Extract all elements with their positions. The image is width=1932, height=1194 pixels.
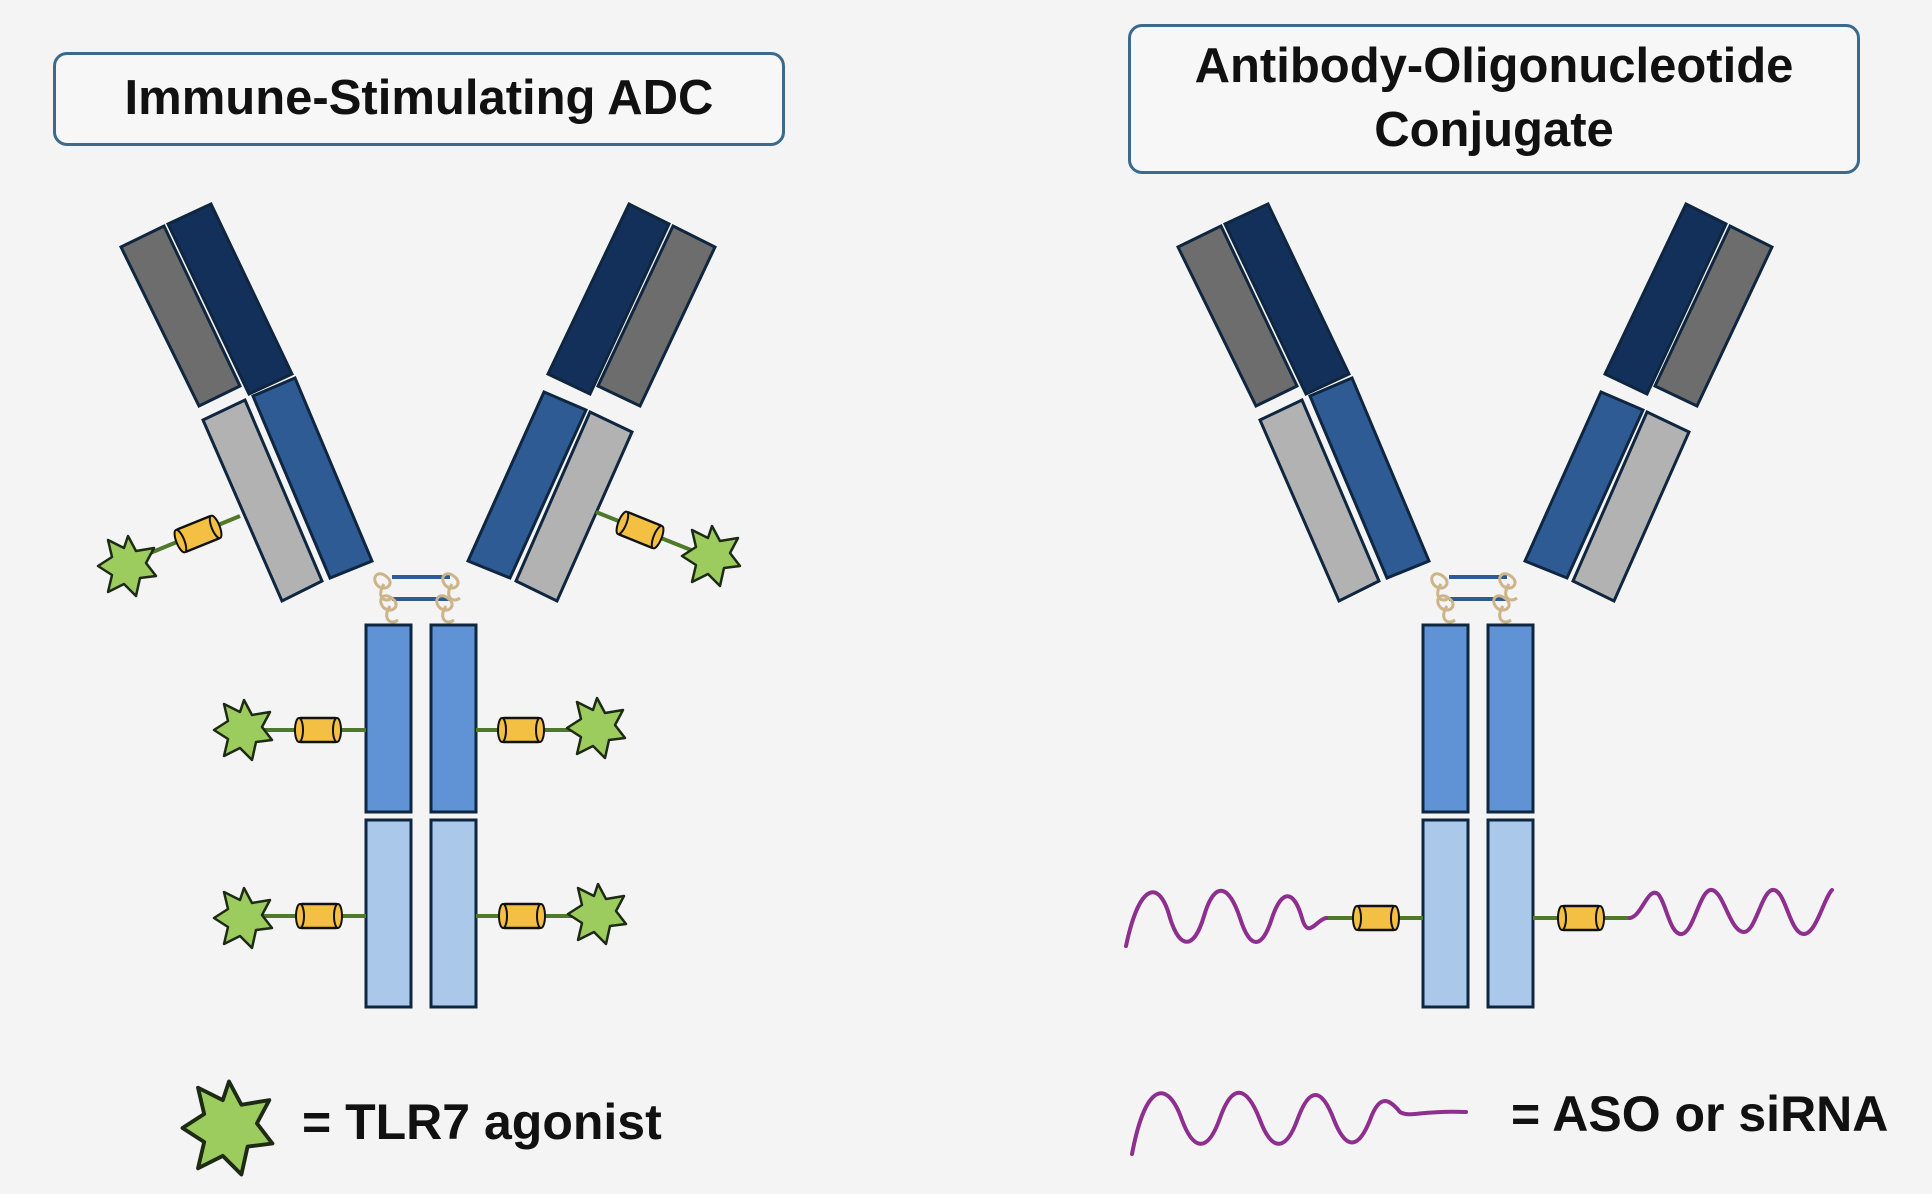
payload-arm-left [98,514,240,596]
ch3-right [1488,820,1533,1007]
fc-region [366,625,476,1007]
ch2-left [366,625,411,812]
left-antibody [98,204,740,1007]
payload-fc-upper-left [214,700,366,760]
right-antibody [1126,204,1832,1007]
green-star-icon [214,888,272,948]
oligo-conjugate-right [1533,890,1832,934]
purple-wave-icon [1630,890,1832,934]
ch2-left [1423,625,1468,812]
right-antibody-right-arm [1525,204,1772,601]
legend-tlr7-agonist: = TLR7 agonist [302,1093,662,1151]
left-antibody-right-arm [468,204,715,601]
purple-wave-icon [1132,1093,1466,1154]
payload-fc-upper-right [476,698,625,758]
green-star-icon [567,698,625,758]
legend-left-symbol [183,1082,273,1175]
right-antibody-left-arm [1178,204,1429,601]
green-star-icon [214,700,272,760]
ch3-left [1423,820,1468,1007]
green-star-icon [183,1082,273,1175]
payload-fc-lower-right [476,884,626,944]
left-antibody-left-arm [121,204,372,601]
ch3-right [431,820,476,1007]
hinge-disulfides [1432,574,1517,622]
ch3-left [366,820,411,1007]
green-star-icon [98,536,156,596]
oligo-conjugate-left [1126,891,1423,946]
purple-wave-icon [1126,891,1326,946]
legend-right-symbol [1132,1093,1466,1154]
legend-aso-or-sirna: = ASO or siRNA [1511,1085,1888,1143]
ch2-right [431,625,476,812]
hinge-disulfides [375,574,460,622]
payload-arm-right [596,510,740,586]
payload-fc-lower-left [214,888,366,948]
fc-region [1423,625,1533,1007]
green-star-icon [682,526,740,586]
green-star-icon [568,884,626,944]
ch2-right [1488,625,1533,812]
